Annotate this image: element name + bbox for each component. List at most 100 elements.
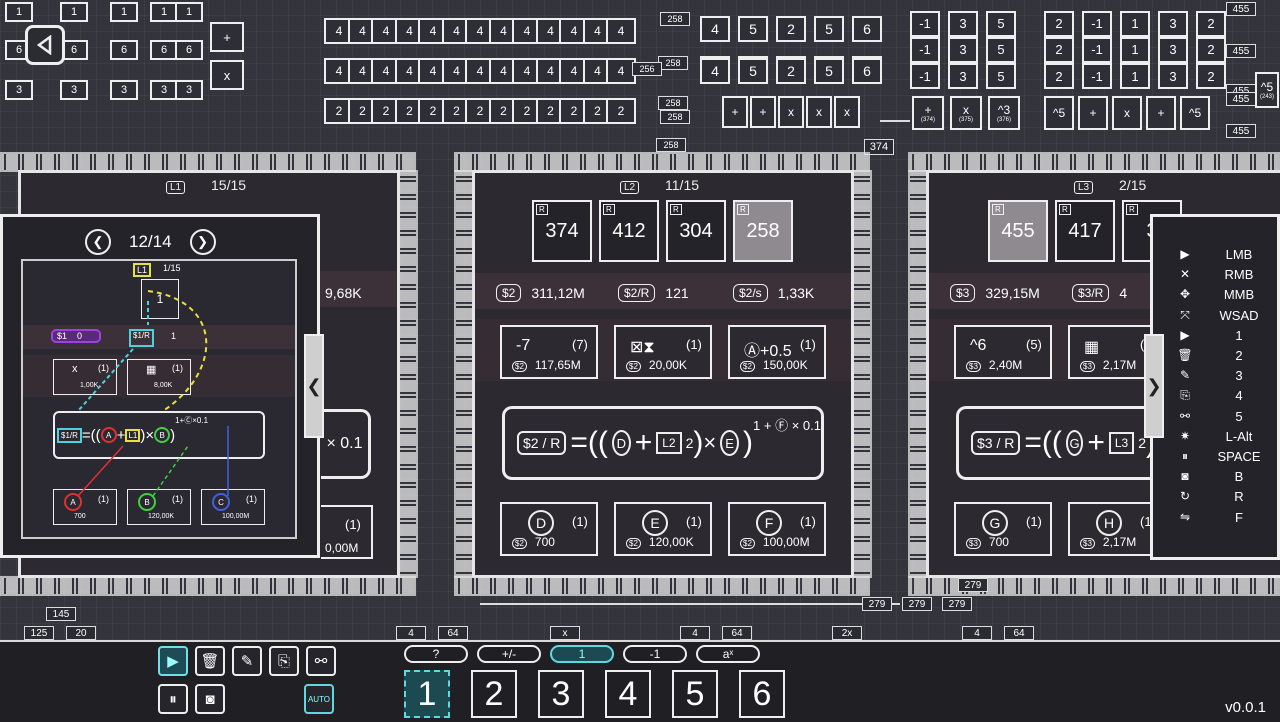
mini-formula-lhs: $1/R <box>57 427 82 443</box>
grid-cell: -1 <box>910 10 940 37</box>
mini-level-tag: L1 <box>133 263 152 277</box>
operator-sub: (374) <box>920 117 935 123</box>
chain-value: 145 <box>46 607 76 621</box>
op-button[interactable]: ? <box>404 645 468 663</box>
rail <box>454 576 870 596</box>
op-button[interactable]: aˣ <box>696 645 760 663</box>
grid-cell: -1 <box>1082 10 1112 37</box>
operator-sub: (375) <box>958 117 973 123</box>
mini-formula-eq: = <box>81 426 91 444</box>
wire-tool-icon: ⚯ <box>1179 408 1191 423</box>
grid-cell: 2 <box>1196 63 1226 90</box>
legend-row: ✕RMB <box>1153 265 1280 285</box>
level2-header: L2 11/15 <box>620 177 699 194</box>
mini-formula-times: )× <box>140 426 155 444</box>
legend-row: ✎3 <box>1153 366 1280 386</box>
rail <box>908 152 1280 172</box>
chain-value: 20 <box>66 626 96 640</box>
formula-paren: (( <box>1041 426 1062 459</box>
number-button[interactable]: 1 <box>404 670 450 718</box>
mini-formula-paren: ) <box>170 426 176 444</box>
auto-tool-button[interactable]: AUTO <box>304 684 334 714</box>
copy-icon: ⎘ <box>1180 388 1190 403</box>
rail <box>454 170 474 578</box>
grid-cell: 4 <box>700 16 730 42</box>
upgrade-level: (1) <box>686 514 702 529</box>
formula-times: × <box>703 430 717 455</box>
power-sub: (243) <box>1259 94 1274 100</box>
number-button[interactable]: 3 <box>538 670 584 718</box>
collapse-tutorial-tab[interactable]: ❮ <box>304 334 324 438</box>
upgrade-cost: $2 20,00K <box>626 358 687 372</box>
legend-row: 🗑2 <box>1153 346 1280 366</box>
grid-cell: 3 <box>948 10 978 37</box>
delete-tool-button[interactable]: 🗑 <box>195 646 225 676</box>
number-button[interactable]: 6 <box>739 670 785 718</box>
level3-formula: $3 / R = (( G + L3 2 ) <box>956 406 1156 480</box>
mini-upgrade-cost: 120,00K <box>148 513 175 520</box>
cost-tag: $2 <box>512 538 527 549</box>
number-button[interactable]: 5 <box>672 670 718 718</box>
trash-icon: 🗑 <box>1177 348 1193 362</box>
mini-upgrade: A(1)700 <box>53 489 117 525</box>
mini-upgrade-level: (1) <box>246 494 257 504</box>
wire <box>880 120 910 122</box>
move-icon: ✥ <box>1179 287 1191 302</box>
back-button[interactable] <box>25 25 65 65</box>
mini-progress: 1/15 <box>163 263 181 273</box>
grid-cell: 2 <box>1044 10 1074 37</box>
mini-upgrade: B(1)120,00K <box>127 489 191 525</box>
register-label: R <box>992 204 1004 215</box>
chevron-right-circle-icon[interactable]: ❯ <box>189 229 216 255</box>
stat-value: 1,33K <box>777 285 815 301</box>
wire-tool-button[interactable]: ⚯ <box>306 646 336 676</box>
collapse-legend-tab[interactable]: ❯ <box>1144 334 1164 438</box>
block-tool-button[interactable]: ◙ <box>195 684 225 714</box>
chevron-left-circle-icon[interactable]: ❮ <box>85 229 111 255</box>
operator-cell: + <box>1146 96 1176 130</box>
mini-register-value: 1 <box>156 292 164 306</box>
mini-rate-tag: $1/R <box>133 331 150 340</box>
register-label: R <box>1059 204 1071 215</box>
legend-label: 5 <box>1235 408 1243 424</box>
cost-value: 2,40M <box>988 358 1023 372</box>
grid-cell: 6 <box>175 40 203 60</box>
chain-value: 258 <box>658 56 688 70</box>
op-button[interactable]: 1 <box>550 645 614 663</box>
mini-upgrade-icon: B <box>138 493 156 511</box>
number-button[interactable]: 2 <box>471 670 517 718</box>
cost-value: 20,00K <box>648 358 687 372</box>
copy-tool-button[interactable]: ⎘ <box>269 646 299 676</box>
formula-var-g: G <box>1065 430 1084 456</box>
select-tool-button[interactable]: ▶ <box>158 646 188 676</box>
level1-upgrade-partial[interactable]: (1) 0,00M <box>321 505 373 559</box>
grid-cell: 3 <box>150 80 178 100</box>
number-button[interactable]: 4 <box>605 670 651 718</box>
op-button[interactable]: -1 <box>623 645 687 663</box>
cost-tag: $2 <box>626 361 641 372</box>
pause-tool-button[interactable]: ⏸ <box>158 684 188 714</box>
mini-upgrade-cost: 700 <box>74 513 86 520</box>
stat-value: 329,15M <box>985 285 1040 301</box>
op-button[interactable]: +/- <box>477 645 541 663</box>
pipette-tool-button[interactable]: ✎ <box>232 646 262 676</box>
formula-square: 2 <box>685 435 694 451</box>
operator-cell: ^5 <box>1044 96 1074 130</box>
